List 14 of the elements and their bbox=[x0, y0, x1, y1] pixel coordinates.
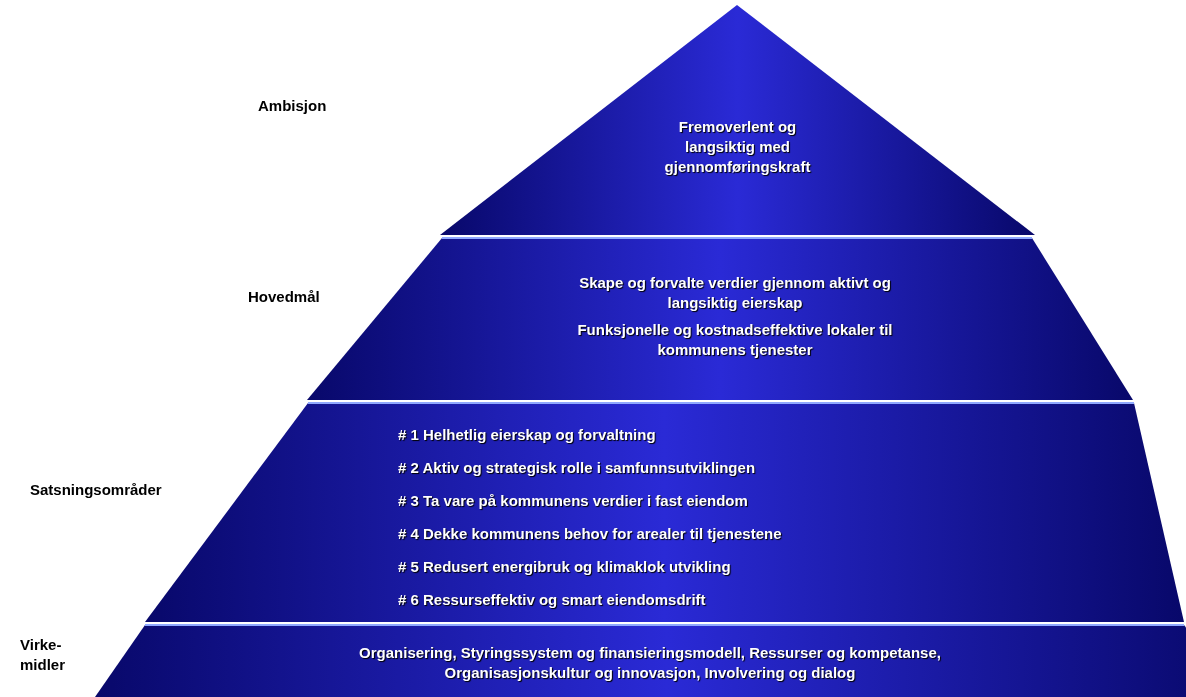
tier-text: Funksjonelle og kostnadseffektive lokaler til kommunens tjenester bbox=[576, 320, 894, 360]
tier-heading: Hovedmål bbox=[248, 287, 320, 307]
tier-heading: Satsningsområder bbox=[30, 480, 162, 500]
tier-text: Fremoverlent og langsiktig med gjennomføringskraft bbox=[663, 117, 812, 177]
focus-area-item: # 2 Aktiv og strategisk rolle i samfunnsutviklingen bbox=[398, 458, 756, 478]
focus-area-item: # 4 Dekke kommunens behov for arealer til tjenestene bbox=[398, 524, 782, 544]
focus-area-item: # 3 Ta vare på kommunens verdier i fast eiendom bbox=[398, 491, 748, 511]
focus-area-item: # 5 Redusert energibruk og klimaklok utvikling bbox=[398, 557, 731, 577]
tier-heading: Ambisjon bbox=[258, 96, 327, 116]
focus-area-item: # 6 Ressurseffektiv og smart eiendomsdrift bbox=[398, 590, 706, 610]
tier-text: Organisering, Styringssystem og finansieringsmodell, Ressurser og kompetanse, Organisasjonskultur og innovasjon, Involvering og dialog bbox=[358, 643, 942, 683]
focus-area-item: # 1 Helhetlig eierskap og forvaltning bbox=[398, 425, 656, 445]
tier-text: Skape og forvalte verdier gjennom aktivt og langsiktig eierskap bbox=[578, 273, 892, 313]
tier-heading: Virke- midler bbox=[20, 635, 66, 675]
